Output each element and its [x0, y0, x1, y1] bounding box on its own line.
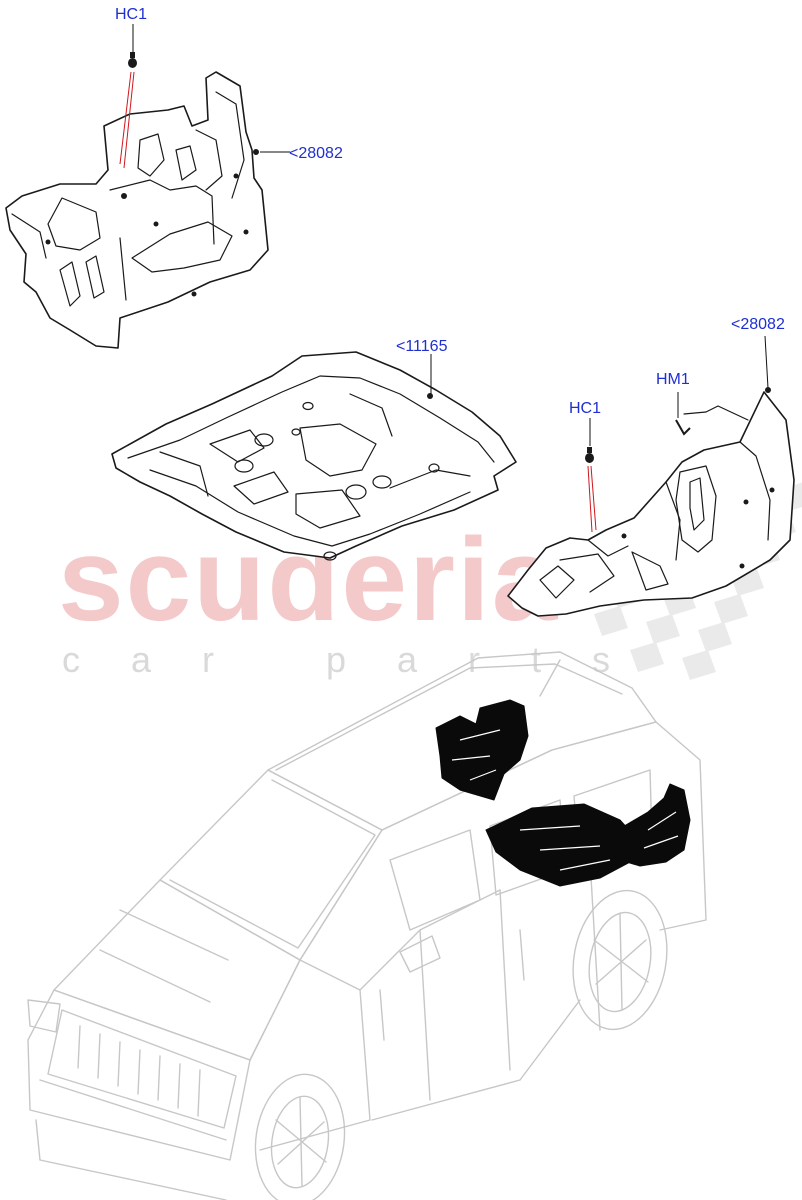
- checker-square: [698, 622, 732, 652]
- checker-square: [646, 614, 680, 644]
- callout-hc1-right[interactable]: HC1: [569, 400, 602, 417]
- callout-28082-top[interactable]: <28082: [289, 145, 343, 162]
- callout-28082-right[interactable]: <28082: [731, 316, 785, 333]
- leader-lines: [119, 24, 769, 533]
- callout-hm1[interactable]: HM1: [656, 371, 690, 388]
- front-insulator[interactable]: [5, 71, 269, 349]
- floor-insulator[interactable]: [111, 351, 517, 559]
- callout-11165[interactable]: <11165: [396, 338, 448, 355]
- checker-square: [714, 594, 748, 624]
- rear-insulator[interactable]: [507, 391, 795, 617]
- highlighted-parts-in-vehicle: [435, 699, 691, 887]
- hook-clip-icon[interactable]: [675, 419, 691, 436]
- callout-hc1-top[interactable]: HC1: [115, 6, 148, 23]
- suv-outline-icon: [27, 651, 707, 1200]
- checker-square: [682, 650, 716, 680]
- stud-icon: [253, 149, 771, 399]
- push-clip-icon[interactable]: [128, 52, 137, 68]
- push-clip-icon[interactable]: [585, 447, 594, 463]
- watermark-tagline: car parts: [62, 639, 662, 680]
- checker-square: [630, 642, 664, 672]
- checker-square: [594, 606, 628, 636]
